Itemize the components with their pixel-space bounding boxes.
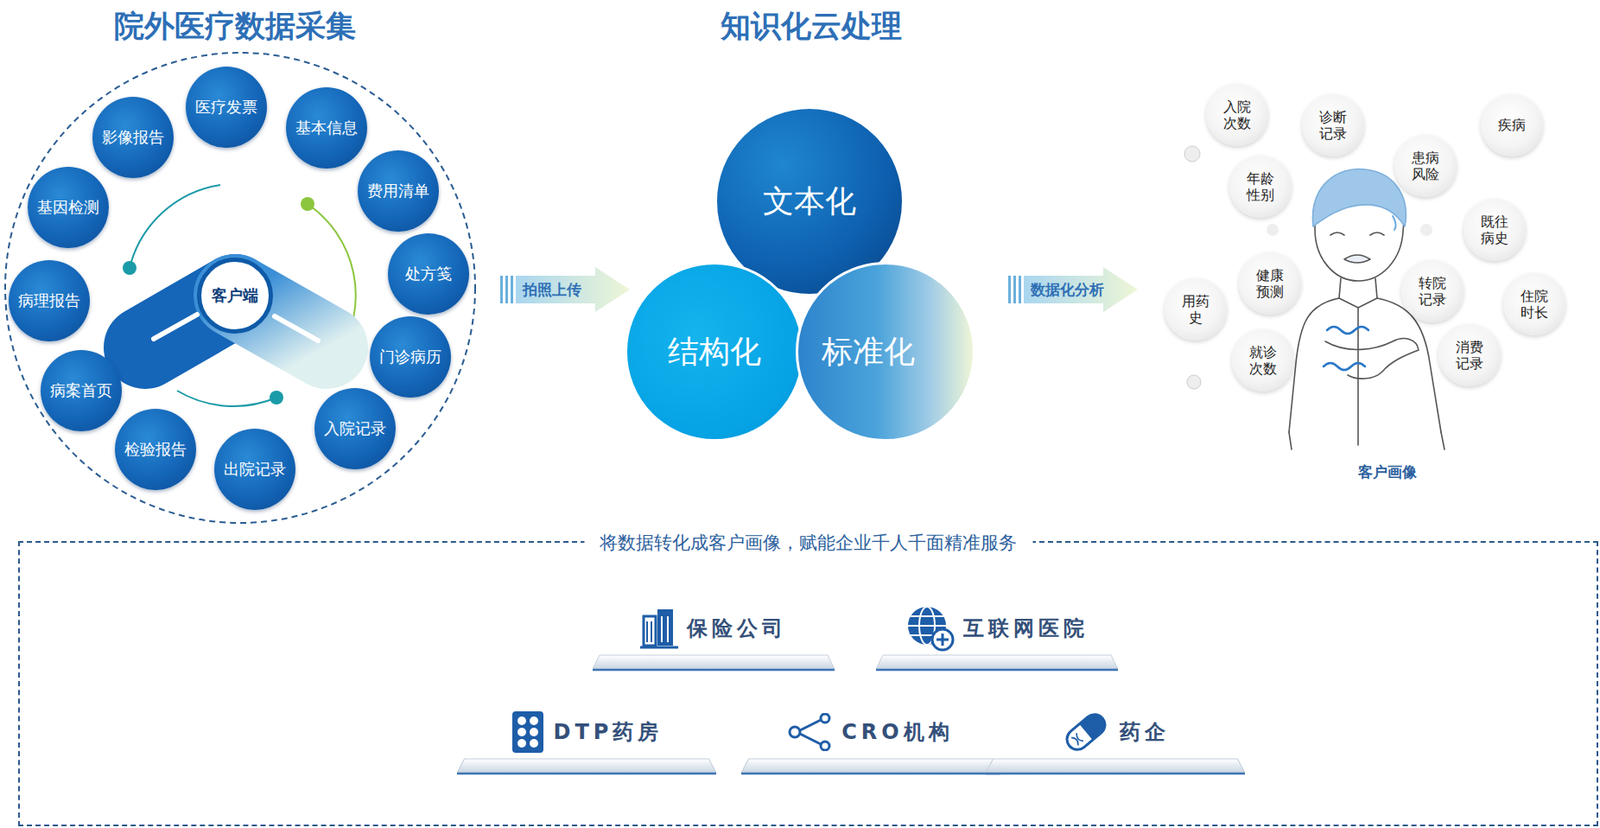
document-circle: 影像报告 (92, 96, 174, 178)
node-text: 消费 记录 (1453, 338, 1486, 372)
client-hub: 客户端 (196, 257, 274, 334)
document-circle: 处方笺 (387, 233, 470, 315)
process-arrow: 数据化分析 (1008, 266, 1138, 312)
node-text: 数据化分析 (1030, 279, 1105, 300)
profile-bubble: 用药 史 (1164, 278, 1227, 341)
node-text: 病理报告 (18, 290, 81, 312)
node-text: 将数据转化成客户画像，赋能企业千人千面精准服务 (584, 530, 1033, 555)
node-text: 疾病 (1496, 116, 1529, 134)
node-text: 病案首页 (50, 380, 113, 401)
section-heading: 知识化云处理 (720, 6, 902, 47)
document-circle: 出院记录 (214, 428, 296, 510)
node-text: 年龄 性别 (1244, 170, 1277, 204)
node-text: 处方笺 (405, 263, 452, 285)
document-circle: 门诊病历 (369, 316, 451, 398)
service-icon (510, 709, 546, 755)
profile-bubble: 疾病 (1480, 94, 1543, 157)
profile-bubble: 既往 病史 (1463, 198, 1526, 261)
node-text: 拍照上传 (522, 279, 582, 300)
process-arrow: 拍照上传 (500, 266, 630, 312)
service-icon (787, 712, 833, 751)
node-text: 住院 时长 (1518, 287, 1551, 321)
platform-base (741, 756, 1001, 776)
service-icon (906, 604, 955, 652)
profile-bubble: 年龄 性别 (1229, 155, 1292, 218)
document-circle: 入院记录 (314, 387, 396, 470)
node-text: 入院记录 (323, 418, 387, 439)
profile-bubble: 就诊 次数 (1231, 329, 1295, 392)
service-item: 互联网医院 (876, 603, 1118, 673)
node-text: 就诊 次数 (1247, 343, 1280, 377)
service-icon (1060, 709, 1112, 755)
profile-bubble: 诊断 记录 (1301, 94, 1365, 157)
node-text: 入院 次数 (1221, 98, 1254, 132)
service-icon (640, 607, 679, 649)
caption-label: 客户画像 (1358, 462, 1417, 483)
process-circle: 结构化 (624, 261, 805, 442)
node-text: 标准化 (821, 330, 915, 374)
document-circle: 基本信息 (285, 87, 368, 169)
node-text: 既往 病史 (1479, 213, 1512, 247)
document-circle: 病案首页 (40, 349, 122, 432)
small-icons (1184, 146, 1433, 389)
document-circle: 检验报告 (114, 408, 197, 490)
node-text: CRO机构 (841, 717, 954, 746)
profile-bubble: 健康 预测 (1238, 252, 1302, 315)
document-circle: 费用清单 (357, 150, 439, 232)
node-text: 门诊病历 (379, 346, 442, 368)
node-text: 基本信息 (295, 117, 358, 139)
platform-base (457, 756, 717, 776)
node-text: 转院 记录 (1416, 274, 1449, 308)
service-item: 保险公司 (592, 603, 835, 673)
profile-bubble: 消费 记录 (1438, 323, 1501, 387)
document-circle: 基因检测 (27, 166, 109, 248)
node-text: 医疗发票 (195, 96, 258, 118)
node-text: 用药 史 (1180, 292, 1213, 326)
document-circle: 医疗发票 (185, 66, 267, 148)
dashed-ring (5, 52, 476, 523)
node-text: 保险公司 (686, 614, 788, 642)
node-text: 基因检测 (37, 196, 100, 218)
service-item: CRO机构 (741, 706, 1001, 776)
node-text: 费用清单 (367, 180, 430, 202)
node-text: 诊断 记录 (1317, 108, 1350, 142)
node-text: DTP药房 (553, 717, 664, 746)
process-circle: 标准化 (795, 261, 976, 442)
node-text: 互联网医院 (963, 614, 1089, 642)
platform-base (592, 653, 835, 673)
profile-bubble: 入院 次数 (1206, 83, 1269, 147)
node-text: 药企 (1119, 717, 1170, 746)
profile-bubble: 转院 记录 (1401, 260, 1464, 323)
document-circle: 病理报告 (8, 260, 90, 342)
profile-bubble: 住院 时长 (1503, 273, 1566, 336)
profile-bubble: 患病 风险 (1394, 134, 1457, 197)
node-text: 健康 预测 (1254, 266, 1287, 300)
node-text: 检验报告 (124, 438, 187, 460)
node-text: 患病 风险 (1409, 149, 1442, 183)
node-text: 文本化 (762, 180, 857, 223)
node-text: 客户端 (211, 285, 259, 306)
platform-base (985, 756, 1245, 776)
service-item: 药企 (985, 706, 1245, 776)
node-text: 结构化 (667, 330, 762, 374)
node-text: 影像报告 (101, 126, 165, 148)
node-text: 出院记录 (223, 458, 286, 480)
section-heading: 院外医疗数据采集 (114, 6, 356, 47)
service-panel: 将数据转化成客户画像，赋能企业千人千面精准服务保险公司互联网医院DTP药房CRO… (18, 540, 1599, 826)
platform-base (876, 653, 1118, 673)
service-item: DTP药房 (457, 706, 717, 776)
